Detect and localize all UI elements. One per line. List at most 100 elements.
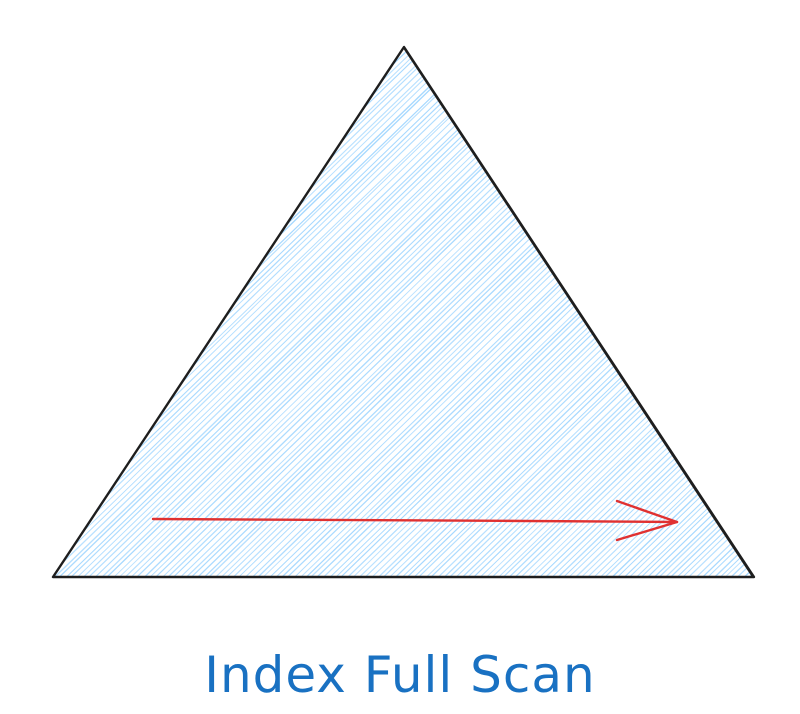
hatch-line [299,48,753,577]
hatch-line [54,48,179,577]
hatch-line [311,48,753,577]
hatch-line [390,48,753,577]
hatch-line [664,48,753,577]
hatch-line [54,48,77,577]
hatch-line [335,48,753,577]
hatch-line [54,48,633,577]
hatch-line [497,48,753,577]
hatch-line [54,48,294,577]
hatch-line [54,48,349,577]
hatch-line [432,48,753,577]
hatch-line [485,48,753,577]
hatch-line [54,48,102,577]
hatch-line [59,48,659,577]
hatch-line [54,48,139,577]
scan-arrow-head-upper [615,499,679,524]
hatch-line [678,48,753,577]
hatch-line [646,48,753,577]
hatch-line [600,48,753,577]
hatch-line [462,48,753,577]
hatch-line [54,48,308,577]
hatch-line [551,48,753,577]
hatch-line [54,48,270,577]
hatch-line [468,48,753,577]
hatch-line [54,48,583,577]
hatch-line [54,48,492,577]
hatch-line [54,48,533,577]
triangle-outline [51,45,756,579]
hatch-line [54,48,247,577]
hatch-line [617,48,753,577]
hatch-line [54,48,381,577]
hatch-line [730,48,753,577]
hatch-line [54,48,539,577]
index-tree-triangle [0,20,800,600]
hatch-line [557,48,753,577]
hatch-line [54,48,186,577]
hatch-line [54,48,151,577]
hatch-line [0,20,17,600]
hatch-line [0,20,28,600]
hatch-line [0,20,12,600]
hatch-line [580,48,753,577]
hatch-line [54,48,211,577]
hatch-line [54,48,146,577]
triangle-hatch-fill [0,20,800,600]
hatch-line [371,48,753,577]
hatch-line [781,20,800,600]
hatch-line [54,48,548,577]
hatch-line [54,48,416,577]
hatch-line [755,20,800,600]
hatch-line [503,48,753,577]
hatch-line [701,48,753,577]
hatch-line [54,48,499,577]
hatch-line [54,48,98,577]
hatch-line [0,20,6,600]
hatch-line [54,48,120,577]
scan-arrow [151,499,679,542]
hatch-line [54,48,254,577]
diagram-caption: Index Full Scan [204,646,596,704]
hatch-line [54,48,126,577]
hatch-line [0,20,42,600]
hatch-line [743,48,753,577]
hatch-line [54,48,164,577]
hatch-line [763,20,800,600]
hatch-line [787,20,800,600]
hatch-line [54,48,155,577]
hatch-line [474,48,753,577]
hatch-line [491,48,753,577]
hatch-line [706,48,753,577]
hatch-line [0,20,35,600]
hatch-line [257,48,753,577]
hatch-line [456,48,753,577]
hatch-line [252,48,753,577]
hatch-line [54,48,73,577]
hatch-line [563,48,753,577]
hatch-line [479,48,753,577]
hatch-line [54,48,366,577]
hatch-line [54,48,84,577]
hatch-line [54,48,60,577]
hatch-line [383,48,753,577]
hatch-line [593,48,753,577]
hatch-line [672,48,753,577]
hatch-line [270,48,753,577]
hatch-line [54,48,223,577]
hatch-line [720,48,753,577]
scan-arrow-shaft [151,517,677,524]
hatch-line [406,48,753,577]
hatch-line [54,48,512,577]
hatch-line [54,48,234,577]
hatch-line [569,48,753,577]
hatch-line [576,48,753,577]
hatch-line [533,48,753,577]
hatch-line [528,48,753,577]
hatch-line [54,48,341,577]
hatch-line [263,48,753,577]
hatch-line [750,48,753,577]
hatch-line [54,48,167,577]
hatch-line [54,48,596,577]
hatch-line [515,48,753,577]
